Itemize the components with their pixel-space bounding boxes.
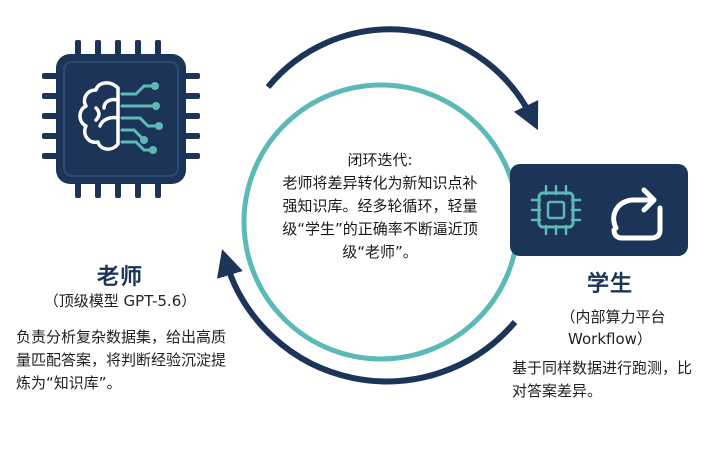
loop-title: 闭环迭代: [347,151,413,169]
loop-text: 老师将差异转化为新知识点补强知识库。经多轮循环，轻量级“学生”的正确率不断逼近顶… [282,174,478,261]
student-card [510,164,688,256]
student-platform-line2: Workflow） [568,330,652,348]
teacher-title: 老师 [96,265,143,290]
top-arrow-arc [265,26,539,131]
cycle-arrow-icon [611,187,663,241]
teacher-model: （顶级模型 GPT-5.6） [43,292,197,310]
student-title: 学生 [586,272,633,297]
teacher-description: 负责分析复杂数据集，给出高质量匹配答案，将判断经验沉淀提炼为“知识库”。 [16,328,227,392]
bottom-arrow-arc [217,249,518,385]
teacher-chip-icon [42,40,200,198]
loop-description-block: 闭环迭代: 老师将差异转化为新知识点补强知识库。经多轮循环，轻量级“学生”的正确… [280,149,480,264]
cpu-chip-icon [530,184,582,236]
student-platform-line1: （内部算力平台 [560,308,666,326]
student-description: 基于同样数据进行跑测，比对答案差异。 [512,359,693,400]
